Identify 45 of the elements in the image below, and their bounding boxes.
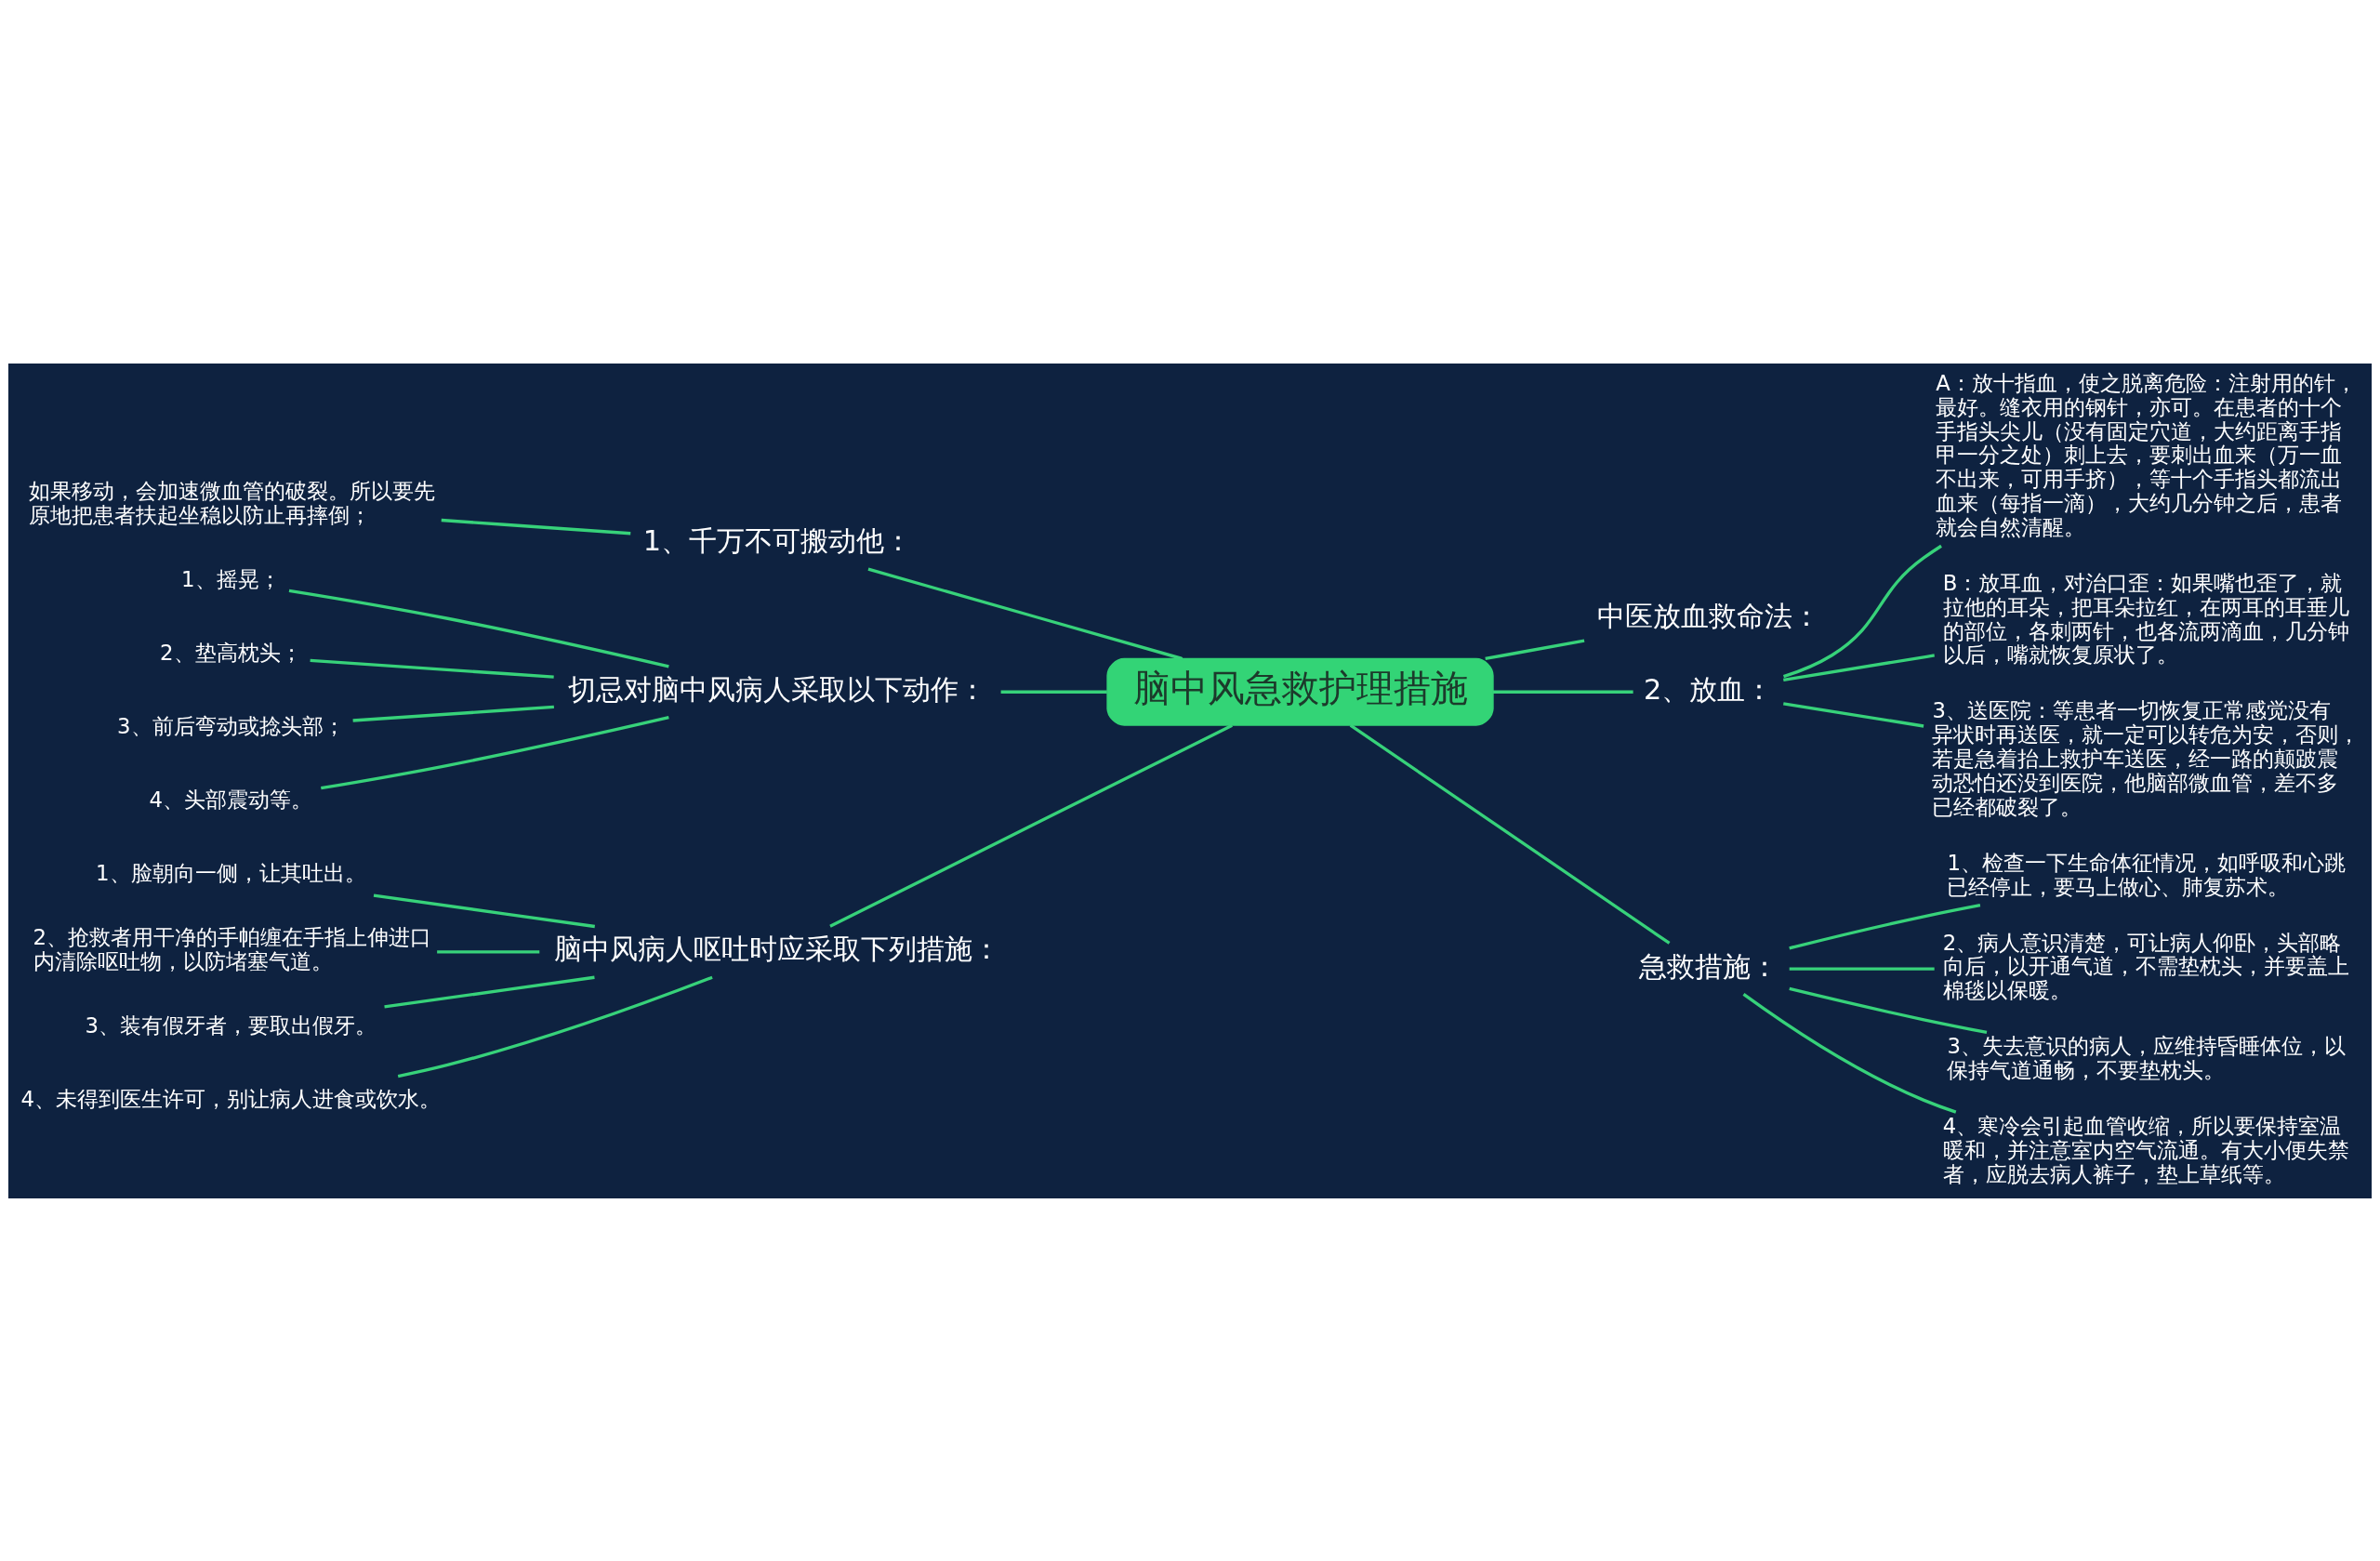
- node-text: 2、垫高枕头；: [160, 640, 302, 665]
- connector: [1783, 653, 1935, 681]
- node-text: 中医放血救命法：: [1596, 599, 1820, 632]
- connector: [1782, 544, 1942, 678]
- connector: [373, 893, 595, 928]
- node-text: 急救措施：: [1638, 949, 1778, 983]
- node-text: 1、摇晃；: [181, 566, 281, 591]
- node-text: 2、放血：: [1643, 672, 1774, 706]
- connector: [1789, 903, 1981, 949]
- node-text: 如果移动，会加速微血管的破裂。所以要先原地把患者扶起坐稳以防止再摔倒；: [29, 478, 436, 527]
- node-text: A：放十指血，使之脱离危险：注射用的针，最好。缝衣用的钢针，亦可。在患者的十个手指头尖儿（没有固定穴道，大约距离手指甲一分之处）刺上去，要刺出血来（万一血不出来，可用手挤），等十个手指头都流出血来（每指一滴），大约几分钟之后，患者就会自然清醒。: [1936, 370, 2357, 539]
- node-text: 脑中风病人呕吐时应采取下列措施：: [554, 932, 1001, 965]
- node-text: 3、失去意识的病人，应维持昏睡体位，以保持气道通畅，不要垫枕头。: [1947, 1033, 2346, 1082]
- connector: [1000, 690, 1107, 694]
- connector: [310, 658, 554, 679]
- connector: [321, 715, 669, 789]
- node-text: 3、装有假牙者，要取出假牙。: [85, 1012, 377, 1038]
- connector: [829, 723, 1233, 928]
- node-text: 切忌对脑中风病人采取以下动作：: [568, 672, 987, 706]
- connector: [1485, 639, 1585, 660]
- connector: [397, 975, 713, 1078]
- connector: [437, 949, 540, 953]
- connector: [441, 518, 631, 535]
- connector: [1742, 992, 1957, 1114]
- connector: [1349, 723, 1671, 945]
- node-text: 3、前后弯动或捻头部；: [117, 713, 345, 738]
- node-text: 1、千万不可搬动他：: [642, 523, 912, 557]
- node-text: 4、寒冷会引起血管收缩，所以要保持室温暖和，并注意室内空气流通。有大小便失禁者，应脱去病人裤子，垫上草纸等。: [1942, 1113, 2349, 1186]
- connector: [1789, 986, 1988, 1034]
- node-text: 4、头部震动等。: [149, 787, 313, 812]
- connector: [1492, 690, 1633, 694]
- node-text: 1、脸朝向一侧，让其吐出。: [96, 860, 366, 885]
- node-text: B：放耳血，对治口歪：如果嘴也歪了，就拉他的耳朵，把耳朵拉红，在两耳的耳垂儿的部位，各刺两针，也各流两滴血，几分钟以后，嘴就恢复原状了。: [1942, 570, 2349, 667]
- connector: [1789, 966, 1935, 971]
- node-text: 4、未得到医生许可，别让病人进食或饮水。: [20, 1086, 442, 1111]
- connector: [384, 975, 595, 1009]
- node-text: 2、抢救者用干净的手帕缠在手指上伸进口内清除呕吐物，以防堵塞气道。: [33, 924, 432, 973]
- node-box: 脑中风急救护理措施: [1106, 657, 1494, 726]
- node-text: 3、送医院：等患者一切恢复正常感觉没有异状时再送医，就一定可以转危为安，否则，若是急着抬上救护车送医，经一路的颠跛震动恐怕还没到医院，他脑部微血管，差不多已经都破裂了。: [1932, 697, 2360, 819]
- node-text: 2、病人意识清楚，可让病人仰卧，头部略向后，以开通气道，不需垫枕头，并要盖上棉毯以保暖。: [1942, 930, 2349, 1002]
- connector: [867, 567, 1183, 660]
- connector: [352, 705, 554, 722]
- node-text: 1、检查一下生命体征情况，如呼吸和心跳已经停止，要马上做心、肺复苏术。: [1947, 850, 2346, 899]
- connector: [288, 589, 669, 668]
- connector: [1783, 701, 1924, 728]
